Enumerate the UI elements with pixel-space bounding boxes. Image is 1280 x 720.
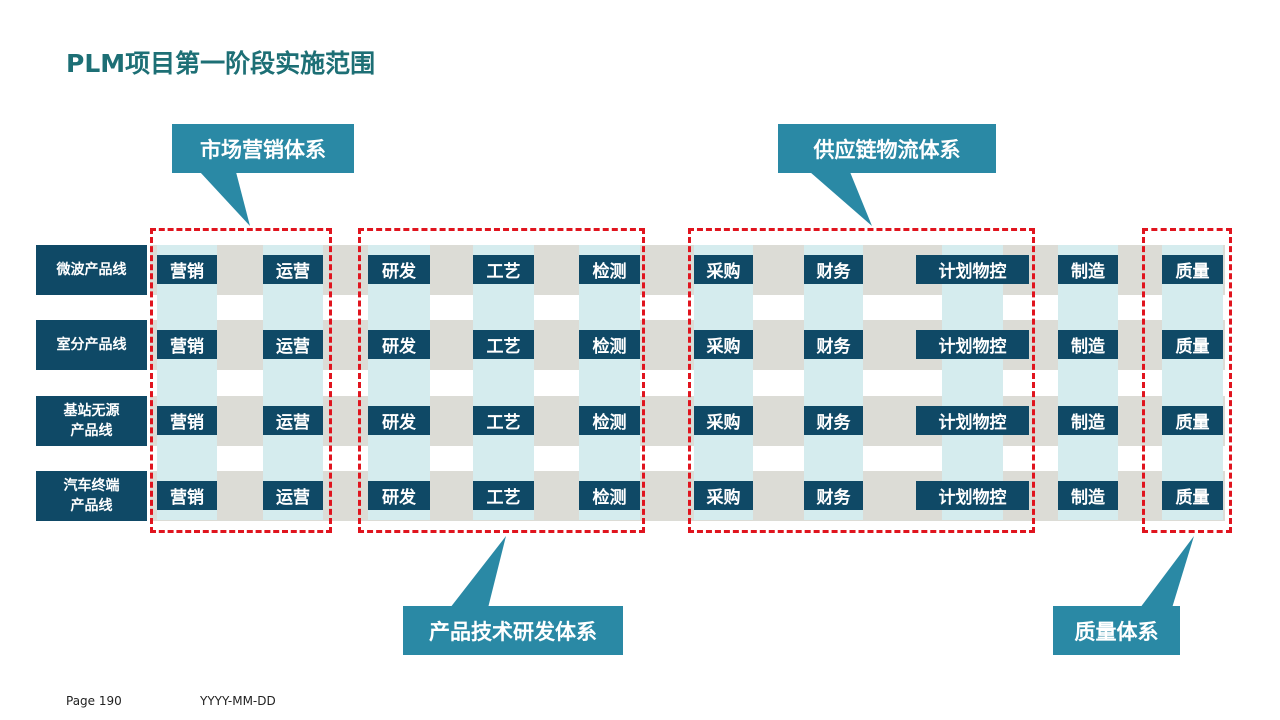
rd-system-boundary <box>688 228 1035 533</box>
process-cell: 营销 <box>157 330 217 359</box>
process-cell: 质量 <box>1162 330 1223 359</box>
process-cell: 财务 <box>804 481 863 510</box>
row-label: 微波产品线 <box>36 245 147 295</box>
row-label: 室分产品线 <box>36 320 147 370</box>
process-cell: 检测 <box>579 255 640 284</box>
column-stripe <box>157 245 217 520</box>
process-cell: 研发 <box>368 330 430 359</box>
process-cell: 制造 <box>1058 406 1118 435</box>
row-label-text: 微波产品线 <box>56 262 127 278</box>
page-date: YYYY-MM-DD <box>200 694 276 708</box>
marketing-system-callout: 市场营销体系 <box>172 124 354 173</box>
process-cell: 工艺 <box>473 255 534 284</box>
row-label-text: 室分产品线 <box>56 337 127 353</box>
column-stripe <box>1162 245 1223 520</box>
process-cell: 计划物控 <box>916 406 1029 435</box>
process-cell: 计划物控 <box>916 255 1029 284</box>
process-cell: 工艺 <box>473 481 534 510</box>
process-cell: 计划物控 <box>916 330 1029 359</box>
process-cell: 研发 <box>368 406 430 435</box>
quality-system-callout: 质量体系 <box>1053 606 1180 655</box>
process-cell: 计划物控 <box>916 481 1029 510</box>
marketing-system-boundary <box>150 228 332 533</box>
process-cell: 营销 <box>157 406 217 435</box>
process-cell: 质量 <box>1162 255 1223 284</box>
process-cell: 运营 <box>263 406 323 435</box>
column-stripe <box>263 245 323 520</box>
row-label: 汽车终端 产品线 <box>36 471 147 521</box>
quality-callout-pointer <box>1140 536 1194 608</box>
column-stripe <box>694 245 753 520</box>
process-cell: 质量 <box>1162 481 1223 510</box>
column-stripe <box>579 245 640 520</box>
column-stripe <box>804 245 863 520</box>
marketing-callout-pointer <box>200 172 250 226</box>
row-label: 基站无源 产品线 <box>36 396 147 446</box>
process-cell: 质量 <box>1162 406 1223 435</box>
process-cell: 财务 <box>804 330 863 359</box>
supply-chain-system-boundary <box>358 228 645 533</box>
process-cell: 制造 <box>1058 330 1118 359</box>
process-cell: 运营 <box>263 330 323 359</box>
supply-chain-callout-pointer <box>810 172 872 226</box>
process-cell: 运营 <box>263 255 323 284</box>
process-cell: 检测 <box>579 406 640 435</box>
process-cell: 采购 <box>694 255 753 284</box>
process-cell: 营销 <box>157 255 217 284</box>
supply-chain-system-callout: 供应链物流体系 <box>778 124 996 173</box>
row-label-text: 基站无源 产品线 <box>63 403 120 439</box>
column-stripe <box>368 245 430 520</box>
process-cell: 研发 <box>368 481 430 510</box>
process-cell: 制造 <box>1058 481 1118 510</box>
row-label-text: 汽车终端 产品线 <box>63 478 120 514</box>
process-cell: 财务 <box>804 406 863 435</box>
rd-system-callout: 产品技术研发体系 <box>403 606 623 655</box>
process-cell: 采购 <box>694 481 753 510</box>
process-cell: 研发 <box>368 255 430 284</box>
rd-callout-pointer <box>450 536 506 608</box>
process-cell: 工艺 <box>473 330 534 359</box>
process-cell: 采购 <box>694 406 753 435</box>
process-cell: 财务 <box>804 255 863 284</box>
page-number: Page 190 <box>66 694 122 708</box>
process-cell: 工艺 <box>473 406 534 435</box>
page-title: PLM项目第一阶段实施范围 <box>66 49 376 78</box>
process-cell: 检测 <box>579 481 640 510</box>
process-cell: 制造 <box>1058 255 1118 284</box>
column-stripe <box>942 245 1003 520</box>
column-stripe <box>1058 245 1118 520</box>
quality-system-boundary <box>1142 228 1232 533</box>
process-cell: 检测 <box>579 330 640 359</box>
process-cell: 采购 <box>694 330 753 359</box>
process-cell: 运营 <box>263 481 323 510</box>
column-stripe <box>473 245 534 520</box>
process-cell: 营销 <box>157 481 217 510</box>
